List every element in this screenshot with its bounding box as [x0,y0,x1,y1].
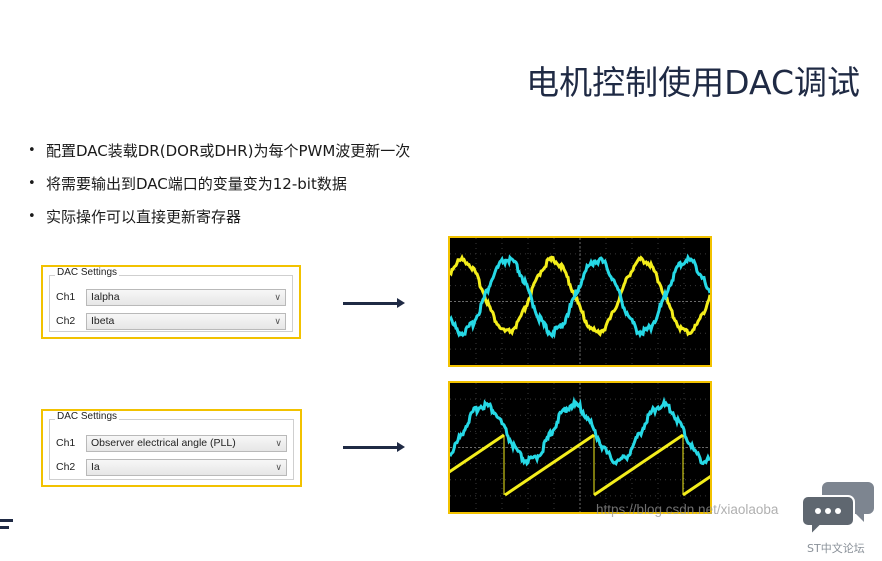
dac-settings-panel: DAC Settings Ch1 Observer electrical ang… [41,409,302,487]
arrow-right-icon [343,298,405,308]
bullet-dot-icon: • [28,143,36,158]
oscilloscope-traces [450,238,710,365]
ch2-label: Ch2 [56,315,76,327]
ch2-row: Ch2 Ia ∨ [56,458,287,476]
group-legend: DAC Settings [55,267,120,278]
ch2-label: Ch2 [56,461,76,473]
dac-settings-group: DAC Settings Ch1 Ialpha ∨ Ch2 Ibeta ∨ [49,267,293,332]
chevron-down-icon: ∨ [274,291,281,302]
chevron-down-icon: ∨ [275,461,282,472]
ch1-label: Ch1 [56,437,76,449]
oscilloscope-traces [450,383,710,512]
bullet-item: •将需要输出到DAC端口的变量变为12-bit数据 [28,174,410,207]
ialpha-trace [450,253,710,339]
angle-trace [450,433,710,497]
chevron-down-icon: ∨ [275,437,282,448]
bullet-dot-icon: • [28,209,36,224]
group-legend: DAC Settings [55,411,120,422]
dac-settings-group: DAC Settings Ch1 Observer electrical ang… [49,411,294,480]
slide-edge-mark [0,519,13,522]
arrow-right-icon [343,442,405,452]
ch2-select[interactable]: Ia ∨ [86,458,287,476]
chevron-down-icon: ∨ [274,315,281,326]
oscilloscope-screen [448,236,712,367]
forum-logo-label: ST中文论坛 [807,542,865,555]
bullet-item: •实际操作可以直接更新寄存器 [28,207,410,240]
ch1-row: Ch1 Observer electrical angle (PLL) ∨ [56,434,287,452]
ch2-row: Ch2 Ibeta ∨ [56,312,286,330]
ia-trace [450,396,710,467]
bullet-list: •配置DAC装载DR(DOR或DHR)为每个PWM波更新一次 •将需要输出到DA… [28,141,410,240]
watermark-text: https://blog.csdn.net/xiaolaoba [596,502,779,517]
chat-bubbles-icon [802,482,874,538]
ch1-select[interactable]: Ialpha ∨ [86,288,286,306]
bullet-dot-icon: • [28,176,36,191]
ch1-select[interactable]: Observer electrical angle (PLL) ∨ [86,434,287,452]
dac-settings-panel: DAC Settings Ch1 Ialpha ∨ Ch2 Ibeta ∨ [41,265,301,339]
ch1-row: Ch1 Ialpha ∨ [56,288,286,306]
oscilloscope-screen [448,381,712,514]
slide-title: 电机控制使用DAC调试 [526,63,860,102]
ch1-label: Ch1 [56,291,76,303]
ch2-select[interactable]: Ibeta ∨ [86,312,286,330]
slide-edge-mark [0,526,9,529]
bullet-item: •配置DAC装载DR(DOR或DHR)为每个PWM波更新一次 [28,141,410,174]
